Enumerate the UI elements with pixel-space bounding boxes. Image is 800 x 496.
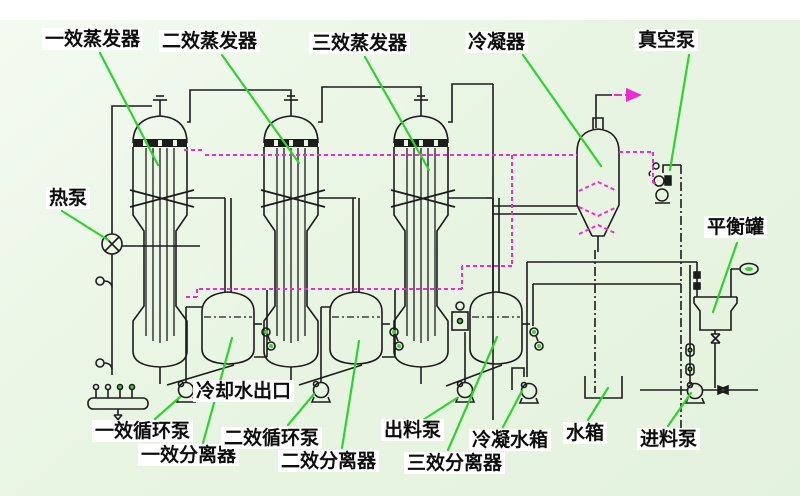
- vapor-lines: [184, 88, 656, 298]
- leader-separator-2: [340, 339, 361, 450]
- separator-2-symbol: [329, 197, 404, 365]
- label-separator-1: 一效分离器: [138, 444, 240, 466]
- condensate-pump-symbol: [519, 381, 539, 404]
- leader-evaporator-2: [220, 53, 301, 165]
- label-balance-tank: 平衡罐: [704, 216, 768, 238]
- leader-balance-tank: [711, 241, 739, 314]
- separator-3-symbol: [469, 197, 544, 365]
- leader-evaporator-3: [363, 55, 431, 172]
- label-cooling-water-outlet: 冷却水出口: [193, 380, 295, 402]
- leader-feed-pump: [666, 391, 693, 428]
- leader-vacuum-pump: [668, 53, 691, 172]
- label-feed-pump: 进料泵: [637, 428, 701, 450]
- leader-condensate-tank: [501, 389, 524, 429]
- label-cycle-pump-1: 一效循环泵: [92, 420, 194, 442]
- label-evaporator-3: 三效蒸发器: [309, 32, 411, 54]
- leader-evaporator-1: [98, 51, 160, 167]
- label-heat-pump: 热泵: [46, 187, 91, 209]
- cycle-pump-2-symbol: [311, 380, 331, 403]
- label-water-tank: 水箱: [563, 422, 608, 444]
- leader-lines: [60, 51, 739, 452]
- dash-dot-lines: [594, 165, 682, 445]
- label-separator-2: 二效分离器: [278, 450, 380, 472]
- label-evaporator-2: 二效蒸发器: [159, 30, 261, 52]
- label-evaporator-1: 一效蒸发器: [42, 28, 144, 50]
- piping-network: [87, 83, 758, 433]
- balance-tank-symbol: [693, 262, 759, 331]
- leader-water-tank: [586, 386, 610, 422]
- label-discharge-pump: 出料泵: [381, 419, 445, 441]
- label-separator-3: 三效分离器: [404, 452, 506, 474]
- label-cycle-pump-2: 二效循环泵: [221, 427, 323, 449]
- leader-cycle-pump-1: [153, 395, 182, 421]
- evaporator-3-symbol: [390, 95, 487, 385]
- label-condensate-tank: 冷凝水箱: [469, 429, 552, 451]
- leader-heat-pump: [60, 209, 110, 242]
- label-condenser: 冷凝器: [465, 31, 529, 53]
- condenser-symbol: [576, 117, 620, 252]
- leader-cycle-pump-2: [286, 392, 316, 427]
- evaporator-2-symbol: [260, 95, 357, 385]
- vacuum-pump-symbol: [648, 162, 672, 204]
- label-vacuum-pump: 真空泵: [635, 29, 699, 51]
- leader-separator-3: [446, 335, 499, 452]
- top-white-band: [0, 0, 800, 20]
- leader-condenser: [521, 53, 603, 168]
- feed-pump-symbol: [685, 381, 705, 404]
